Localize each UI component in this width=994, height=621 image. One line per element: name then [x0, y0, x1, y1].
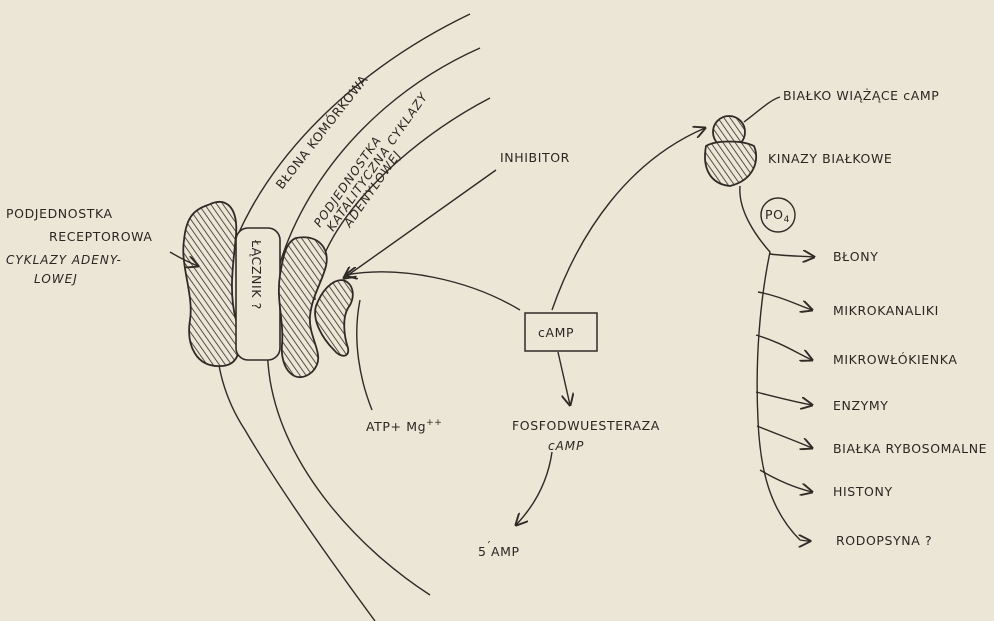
- catalytic-site-shape: [315, 280, 353, 356]
- target-label-4: ENZYMY: [833, 398, 888, 413]
- protein-kinase-shape: [705, 142, 756, 187]
- binding-protein-pointer: [744, 97, 780, 122]
- phosphodiesterase-to-5amp-arrow: [516, 452, 552, 525]
- receptor-subunit-label-2: RECEPTOROWA: [49, 229, 153, 244]
- inhibitor-label: INHIBITOR: [500, 150, 570, 165]
- target-arrow-7: [800, 540, 810, 541]
- phosphodiesterase-label-2: cAMP: [548, 439, 584, 453]
- target-label-5: BIAŁKA RYBOSOMALNE: [833, 441, 987, 456]
- camp-to-cyclase-arrow: [346, 272, 520, 310]
- kinase-trunk-line: [740, 186, 800, 540]
- target-label-6: HISTONY: [833, 484, 893, 499]
- target-arrow-5: [757, 426, 812, 448]
- camp-label: cAMP: [538, 325, 574, 340]
- target-label-7: RODOPSYNA ?: [836, 533, 932, 548]
- target-arrow-3: [756, 335, 812, 360]
- protein-kinases-label: KINAZY BIAŁKOWE: [768, 151, 892, 166]
- target-arrow-1: [770, 254, 814, 257]
- camp-to-binding-protein-arrow: [552, 128, 705, 310]
- phosphodiesterase-label-1: FOSFODWUESTERAZA: [512, 418, 660, 433]
- camp-to-phosphodiesterase-arrow: [558, 352, 570, 405]
- adenylate-cyclase-label-1: CYKLAZY ADENY-: [6, 253, 122, 267]
- target-arrow-4: [756, 392, 812, 405]
- receptor-subunit-label-1: PODJEDNOSTKA: [6, 206, 113, 221]
- adenylate-cyclase-label-2: LOWEJ: [34, 272, 78, 286]
- target-label-3: MIKROWŁÓKIENKA: [833, 352, 957, 367]
- atp-to-cyclase-curve: [357, 300, 372, 410]
- target-arrow-6: [760, 470, 812, 492]
- five-amp-label: 5′AMP: [478, 538, 520, 559]
- target-label-2: MIKROKANALIKI: [833, 303, 939, 318]
- atp-mg-label: ATP+ Mg++: [366, 418, 442, 434]
- receptor-subunit-shape: [183, 202, 240, 366]
- binding-protein-label: BIAŁKO WIĄŻĄCE cAMP: [783, 88, 939, 103]
- linker-label: ŁĄCZNIK ?: [249, 239, 264, 310]
- target-label-1: BŁONY: [833, 249, 878, 264]
- target-arrow-2: [758, 292, 812, 310]
